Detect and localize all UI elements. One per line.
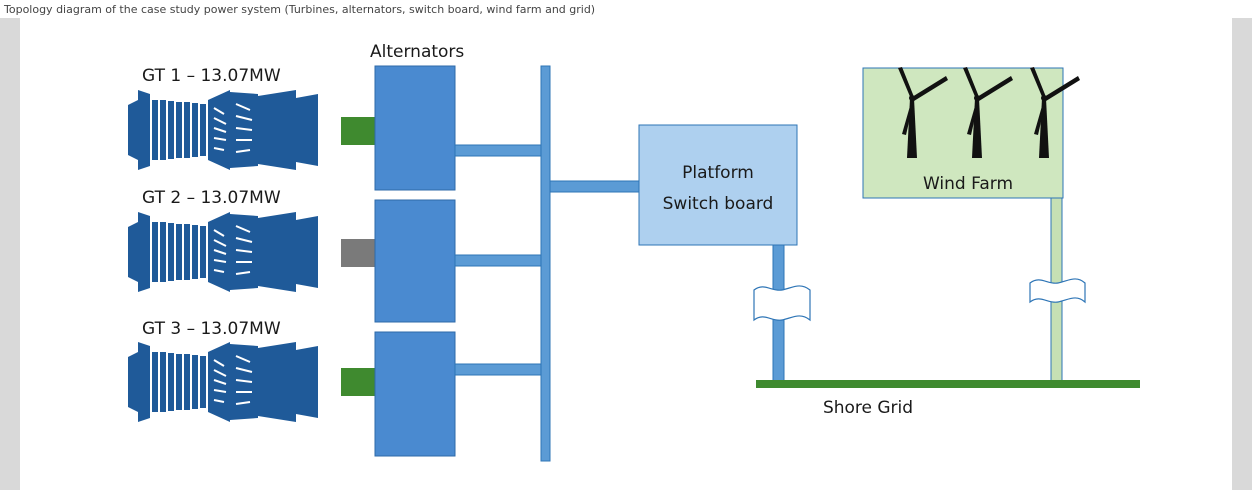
gas-turbine-1: GT 1 – 13.07MW xyxy=(127,66,375,171)
cable-break-icon xyxy=(1029,278,1086,304)
shore-grid-label: Shore Grid xyxy=(823,398,913,418)
turbine-icon xyxy=(127,341,319,423)
alternator-2 xyxy=(374,199,456,323)
turbine-label-3: GT 3 – 13.07MW xyxy=(142,319,281,339)
switchboard-label-line2: Switch board xyxy=(663,194,774,214)
switchboard-label-line1: Platform xyxy=(682,163,754,183)
turbine-icon xyxy=(127,89,319,171)
busbar-feeder-1 xyxy=(454,144,542,157)
turbine-label-1: GT 1 – 13.07MW xyxy=(142,66,281,86)
turbine-icon xyxy=(127,211,319,293)
wind-turbine-icon xyxy=(898,67,948,158)
platform-switchboard xyxy=(638,124,798,246)
cable-break-icon xyxy=(753,285,811,322)
shore-grid-line xyxy=(756,380,1140,388)
shaft-coupling-1 xyxy=(341,117,375,145)
busbar-vertical xyxy=(540,65,551,462)
busbar-to-switchboard xyxy=(549,180,640,193)
shaft-coupling-3 xyxy=(341,368,375,396)
caption-strip: Topology diagram of the case study power… xyxy=(0,0,1252,18)
alternators-label: Alternators xyxy=(370,42,464,62)
caption-text: Topology diagram of the case study power… xyxy=(3,3,595,16)
alternator-3 xyxy=(374,331,456,457)
wind-turbine-icon xyxy=(1030,67,1080,158)
gas-turbine-2: GT 2 – 13.07MW xyxy=(127,188,375,293)
shaft-coupling-2 xyxy=(341,239,375,267)
turbine-label-2: GT 2 – 13.07MW xyxy=(142,188,281,208)
alternator-1 xyxy=(374,65,456,191)
busbar-feeder-2 xyxy=(454,254,542,267)
gas-turbine-3: GT 3 – 13.07MW xyxy=(127,319,375,423)
busbar-feeder-3 xyxy=(454,363,542,376)
wind-farm xyxy=(862,67,1064,199)
wind-turbine-icon xyxy=(963,67,1013,158)
wind-farm-label: Wind Farm xyxy=(923,174,1013,194)
wind-turbines xyxy=(898,67,1080,158)
